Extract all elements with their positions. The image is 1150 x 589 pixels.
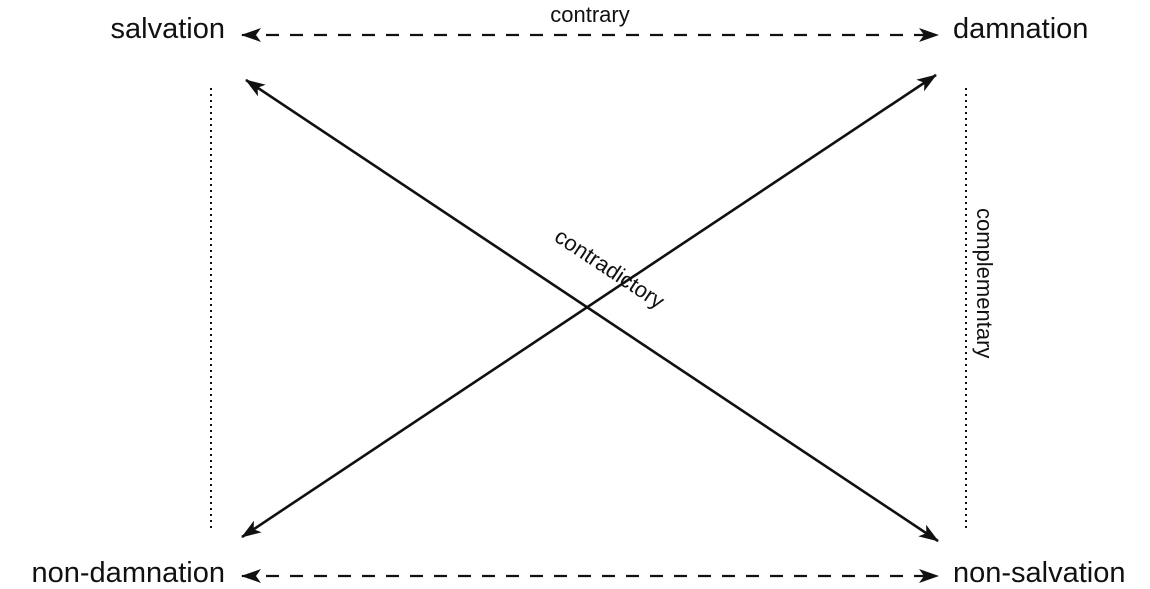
term-non-damnation: non-damnation — [32, 557, 225, 589]
term-non-salvation: non-salvation — [953, 557, 1126, 589]
term-salvation: salvation — [111, 13, 225, 45]
relation-label-contradictory: contradictory — [550, 223, 669, 313]
relation-label-complementary: complementary — [972, 208, 997, 358]
relation-label-contrary: contrary — [550, 2, 629, 27]
contradictory-arrow-damnation-to-non-damnation — [241, 73, 937, 539]
term-damnation: damnation — [953, 13, 1088, 45]
contradictory-arrow-salvation-to-non-salvation — [245, 78, 939, 543]
